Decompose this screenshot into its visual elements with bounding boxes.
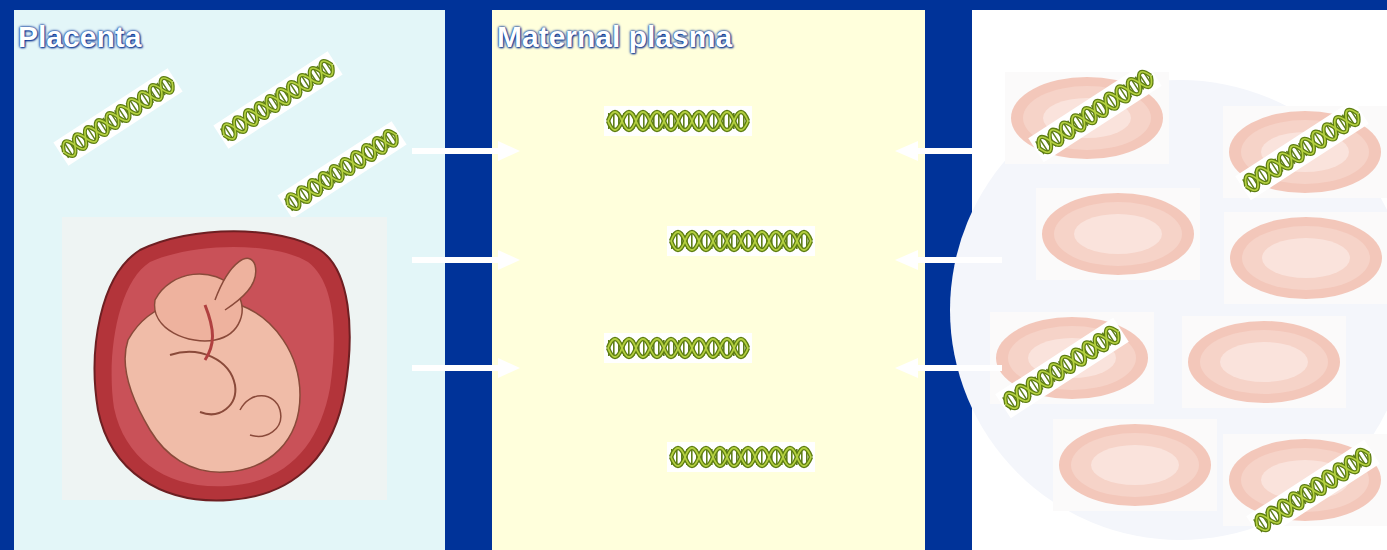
transfer-arrow bbox=[412, 358, 520, 378]
panel: Maternal plasma bbox=[492, 10, 925, 550]
transfer-arrow bbox=[412, 141, 520, 161]
transfer-arrow bbox=[412, 250, 520, 270]
panel-title: Placenta bbox=[18, 20, 141, 54]
panel: Placenta bbox=[14, 10, 445, 550]
panel-title: Maternal plasma bbox=[497, 20, 732, 54]
